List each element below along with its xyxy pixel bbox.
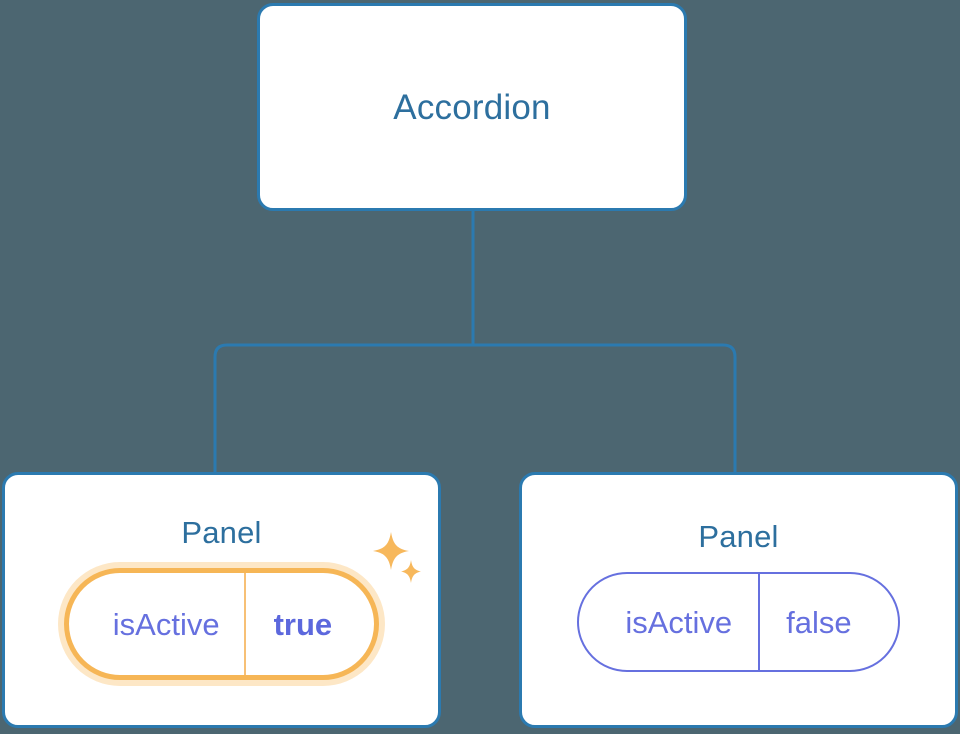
- prop-pill-isactive-true[interactable]: isActive true: [63, 568, 380, 680]
- tree-node-accordion[interactable]: Accordion: [257, 3, 687, 211]
- prop-pill-wrapper-right: isActive false: [577, 572, 900, 672]
- edge-branch-left: [213, 343, 473, 474]
- sparkle-group-icon: [373, 532, 422, 583]
- node-title-panel-left: Panel: [181, 515, 262, 550]
- prop-name-right: isActive: [625, 604, 733, 640]
- prop-value-right: false: [758, 574, 897, 670]
- prop-value-left: true: [243, 573, 375, 675]
- node-title-accordion: Accordion: [393, 87, 551, 127]
- prop-pill-isactive-false[interactable]: isActive false: [577, 572, 900, 672]
- tree-node-panel-right[interactable]: Panel isActive false: [519, 472, 958, 728]
- edge-branch-right: [473, 343, 737, 474]
- sparkle-large-icon: [373, 532, 410, 570]
- prop-pill-wrapper-left: isActive true: [63, 532, 422, 680]
- prop-name-left: isActive: [112, 606, 220, 642]
- tree-node-panel-left[interactable]: Panel isActive true: [2, 472, 441, 728]
- node-title-panel-right: Panel: [698, 519, 779, 554]
- sparkle-small-icon: [401, 560, 422, 583]
